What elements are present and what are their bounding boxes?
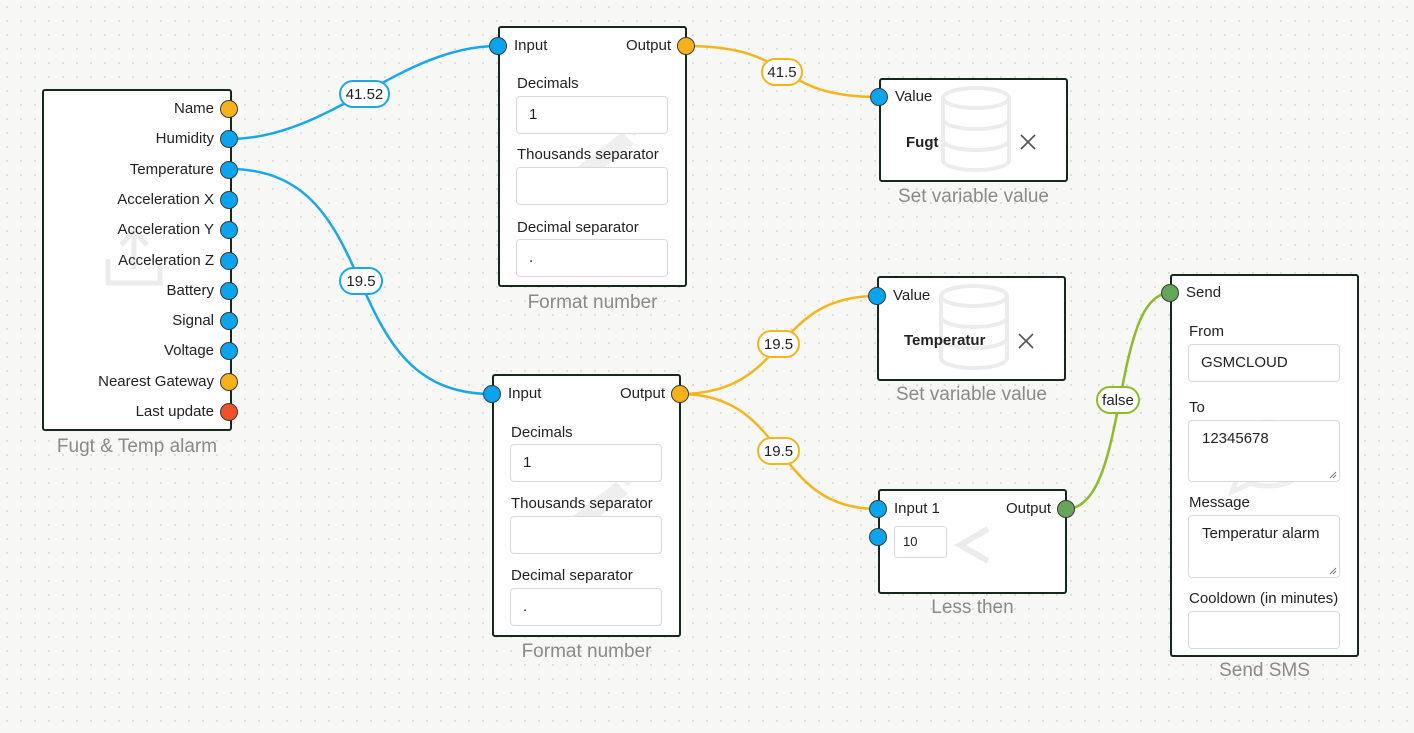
device-output-port[interactable] (220, 342, 238, 360)
upload-icon (105, 227, 163, 286)
format2-thousands-input[interactable] (510, 516, 662, 554)
sms-message-label: Message (1189, 494, 1250, 511)
device-output-port[interactable] (220, 403, 238, 421)
sms-from-label: From (1189, 323, 1224, 340)
device-output-port[interactable] (220, 161, 238, 179)
sms-send-label: Send (1186, 284, 1222, 301)
sms-to-value: 12345678 (1202, 430, 1269, 447)
format1-output-label: Output (625, 37, 671, 54)
badge-temperatur-var-value: 19.5 (757, 330, 800, 358)
format1-input-port[interactable] (489, 37, 507, 55)
format1-input-label: Input (514, 37, 548, 54)
setvar2-value-label: Value (893, 287, 931, 304)
lessthen-input2-port[interactable] (869, 528, 887, 546)
format1-decimal-sep-input[interactable]: . (516, 239, 668, 277)
lessthen-compare-input[interactable]: 10 (894, 526, 947, 558)
format2-input-label: Input (508, 385, 542, 402)
lessthen-output-label: Output (1005, 500, 1051, 517)
lessthen-input1-port[interactable] (869, 500, 887, 518)
device-output-port[interactable] (220, 282, 238, 300)
setvar2-value-port[interactable] (868, 287, 886, 305)
set-variable-node-temperatur[interactable] (877, 276, 1066, 381)
device-output-label: Acceleration Y (117, 221, 214, 238)
database-icon (941, 86, 1011, 172)
badge-lessthen-input-value: 19.5 (757, 437, 800, 465)
sms-send-port[interactable] (1161, 284, 1179, 302)
device-output-label: Acceleration Z (118, 252, 214, 269)
format1-thousands-label: Thousands separator (517, 146, 659, 163)
format2-decimal-sep-input[interactable]: . (510, 588, 662, 626)
set-variable-node-fugt[interactable] (879, 78, 1068, 182)
sms-caption: Send SMS (1219, 660, 1310, 681)
setvar1-value-port[interactable] (870, 88, 888, 106)
format1-thousands-input[interactable] (516, 167, 668, 205)
format2-decimals-label: Decimals (511, 424, 573, 441)
format2-decimal-sep-label: Decimal separator (511, 567, 633, 584)
format2-output-port[interactable] (671, 385, 689, 403)
format2-thousands-label: Thousands separator (511, 495, 653, 512)
badge-fugt-value: 41.5 (761, 58, 803, 86)
format2-input-port[interactable] (483, 385, 501, 403)
lessthen-output-port[interactable] (1057, 500, 1075, 518)
format2-output-label: Output (619, 385, 665, 402)
device-output-label: Signal (172, 312, 214, 329)
sms-message-textarea[interactable]: Temperatur alarm (1188, 515, 1340, 578)
device-output-label: Voltage (163, 342, 214, 359)
sms-message-value: Temperatur alarm (1202, 525, 1320, 542)
device-output-port[interactable] (220, 252, 238, 270)
resize-handle-icon[interactable] (1329, 567, 1337, 575)
format1-decimals-input[interactable]: 1 (516, 96, 668, 134)
setvar2-caption: Set variable value (895, 384, 1048, 405)
setvar2-variable-name: Temperatur (904, 332, 986, 349)
device-output-port[interactable] (220, 221, 238, 239)
device-output-label: Battery (166, 282, 214, 299)
badge-lessthen-output-value: false (1096, 386, 1140, 414)
format1-decimal-sep-label: Decimal separator (517, 219, 639, 236)
device-output-port[interactable] (220, 373, 238, 391)
device-output-label: Temperature (129, 161, 214, 178)
setvar1-caption: Set variable value (897, 186, 1050, 207)
badge-temperature-value: 19.5 (339, 267, 383, 295)
device-node[interactable] (42, 89, 232, 431)
lessthen-input1-label: Input 1 (894, 500, 940, 517)
format2-decimals-input[interactable]: 1 (510, 444, 662, 482)
setvar1-close-icon[interactable] (1020, 134, 1036, 150)
format1-decimals-label: Decimals (517, 75, 579, 92)
device-output-label: Acceleration X (117, 191, 214, 208)
resize-handle-icon[interactable] (1329, 471, 1337, 479)
device-output-label: Humidity (155, 130, 214, 147)
badge-humidity-value: 41.52 (339, 80, 390, 108)
format1-output-port[interactable] (677, 37, 695, 55)
sms-cooldown-input[interactable] (1188, 611, 1340, 649)
setvar2-close-icon[interactable] (1018, 333, 1034, 349)
sms-cooldown-label: Cooldown (in minutes) (1189, 590, 1339, 607)
setvar1-variable-name: Fugt (906, 134, 939, 151)
database-icon (939, 284, 1009, 370)
format2-caption: Format number (521, 641, 652, 662)
setvar1-value-label: Value (895, 88, 933, 105)
less-than-icon (954, 526, 990, 564)
device-output-label: Name (173, 100, 214, 117)
format1-caption: Format number (527, 292, 658, 313)
device-output-label: Nearest Gateway (98, 373, 214, 390)
lessthen-caption: Less then (931, 597, 1014, 618)
device-output-port[interactable] (220, 312, 238, 330)
sms-to-textarea[interactable]: 12345678 (1188, 420, 1340, 482)
device-caption: Fugt & Temp alarm (56, 436, 218, 457)
device-output-port[interactable] (220, 191, 238, 209)
device-output-port[interactable] (220, 100, 238, 118)
sms-to-label: To (1189, 399, 1205, 416)
device-output-label: Last update (135, 403, 214, 420)
sms-from-input[interactable]: GSMCLOUD (1188, 344, 1340, 382)
device-output-port[interactable] (220, 130, 238, 148)
